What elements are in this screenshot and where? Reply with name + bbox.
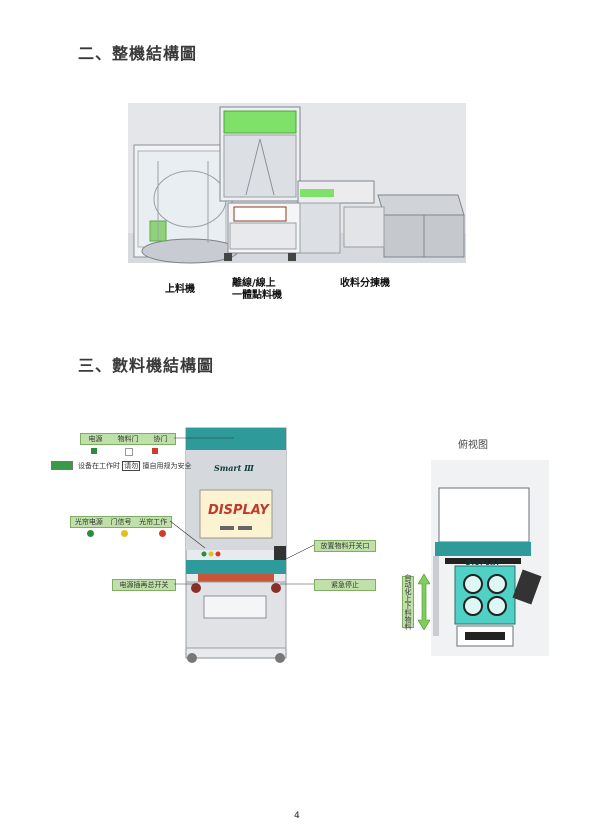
display-screen-text: DISPLAY	[208, 503, 269, 518]
callout-power-switch: 电源插再总开关	[112, 579, 176, 591]
section-heading-counter-structure: 三、數料機結構圖	[78, 356, 215, 375]
top-label-bar: 电源 物料门 协门	[80, 433, 176, 445]
label-power: 电源	[88, 435, 103, 443]
counter-machine-front-render	[185, 427, 287, 663]
door-indicator-square	[125, 448, 133, 456]
label-offline-line1: 離線/線上	[232, 278, 276, 289]
label-sorter: 收料分揀機	[340, 278, 390, 289]
power-indicator-square	[91, 448, 97, 454]
counter-machine-top-render	[431, 460, 549, 656]
section-heading-overall-structure: 二、整機結構圖	[78, 44, 198, 63]
red-light-icon	[159, 530, 166, 537]
safety-note: 设备在工作时 请勿 擅自用规为安全	[78, 461, 191, 471]
callout-material-door: 放置物料开关口	[314, 540, 376, 552]
indicator-label-bar: 光帘电源 门信号 光帘工作	[70, 516, 172, 528]
label-door-signal: 门信号	[110, 518, 132, 526]
overall-machine-render	[128, 103, 466, 264]
page-number: 4	[294, 811, 300, 821]
label-loader: 上料機	[165, 284, 195, 295]
label-light-curtain-power: 光帘电源	[74, 518, 103, 526]
yellow-light-icon	[121, 530, 128, 537]
green-light-icon	[87, 530, 94, 537]
up-down-arrow-icon	[418, 574, 430, 630]
label-offline-line2: 一體點料機	[232, 290, 282, 301]
safety-note-suffix: 擅自用规为安全	[142, 462, 192, 470]
top-view-screen-text: DISPLAY	[466, 560, 502, 567]
indicator-strip-icon	[51, 461, 73, 470]
callout-auto-loading: 自动化上下料物料	[402, 574, 414, 630]
safety-note-boxed: 请勿	[122, 461, 141, 471]
label-light-curtain-work: 光帘工作	[139, 518, 168, 526]
callout-emergency-stop: 紧急停止	[314, 579, 376, 591]
label-material-door: 物料门	[117, 435, 139, 443]
top-view-title: 俯视图	[458, 440, 488, 451]
assist-indicator-square	[152, 448, 158, 454]
safety-note-prefix: 设备在工作时	[78, 462, 120, 470]
brand-label: Smart Ⅲ	[214, 463, 254, 473]
label-assist-door: 协门	[153, 435, 168, 443]
